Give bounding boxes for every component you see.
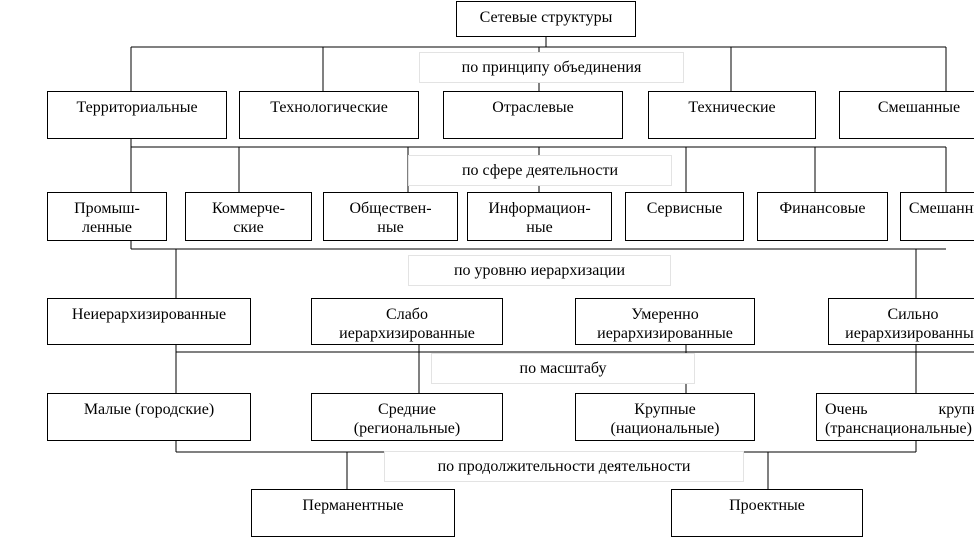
node-text-line: Умеренно: [631, 306, 699, 323]
node-text-line: Отраслевые: [492, 99, 574, 116]
node-text-line: Проектные: [729, 497, 805, 514]
category-label-4: по масштабу: [431, 353, 695, 384]
group-2-node-4: Информацион-ные: [467, 192, 612, 241]
node-text-line: ные: [526, 219, 553, 236]
node-text-line: Коммерче-: [212, 200, 285, 217]
group-1-node-2: Технологические: [239, 91, 419, 139]
group-3-node-4: Сильно иерархизированные: [828, 298, 974, 345]
node-text-line: Промыш-: [74, 200, 140, 217]
node-text-line: ские: [233, 219, 264, 236]
group-2-node-7: Смешанные: [900, 192, 974, 241]
node-text-line: (региональные): [353, 420, 461, 437]
node-text-line: ленные: [81, 219, 133, 236]
group-2-node-6: Финансовые: [757, 192, 888, 241]
node-text-line: Обществен-: [349, 200, 432, 217]
node-text-line: Информацион-: [488, 200, 591, 217]
node-text-line: Средние: [378, 401, 436, 418]
node-text-line: Территориальные: [76, 99, 198, 116]
group-4-node-1: Малые (городские): [47, 393, 251, 441]
node-text-line: Сильно: [887, 306, 939, 323]
group-1-node-4: Технические: [648, 91, 816, 139]
root-node: Сетевые структуры: [456, 1, 636, 37]
group-5-node-1: Перманентные: [251, 489, 455, 537]
group-2-node-5: Сервисные: [625, 192, 744, 241]
group-4-node-4: Очень крупные (транснациональные): [816, 393, 974, 441]
node-text-line: иерархизированные: [597, 325, 733, 342]
group-3-node-1: Неиерархизированные: [47, 298, 251, 345]
root-node-text: Сетевые структуры: [479, 9, 613, 26]
group-1-node-1: Территориальные: [47, 91, 227, 139]
category-label-3: по уровню иерархизации: [408, 255, 671, 286]
group-5-node-2: Проектные: [671, 489, 863, 537]
category-label-1: по принципу объединения: [419, 52, 684, 83]
node-text-line: иерархизированные: [339, 325, 475, 342]
group-1-node-5: Смешанные: [839, 91, 974, 139]
node-text-line: Перманентные: [302, 497, 404, 514]
node-text-line: Неиерархизированные: [71, 306, 227, 323]
node-text-line: Финансовые: [779, 200, 866, 217]
node-text-line: Слабо: [386, 306, 428, 323]
node-text-line: Смешанные: [908, 200, 974, 217]
node-text-line: ные: [377, 219, 404, 236]
node-text-line: (национальные): [610, 420, 720, 437]
node-text-line: Очень крупные: [825, 401, 974, 418]
group-1-node-3: Отраслевые: [443, 91, 623, 139]
group-4-node-3: Крупные (национальные): [575, 393, 755, 441]
node-text-line: Технологические: [270, 99, 388, 116]
category-label-2: по сфере деятельности: [408, 155, 672, 186]
category-label-5: по продолжительности деятельности: [384, 451, 744, 482]
group-2-node-3: Обществен-ные: [323, 192, 458, 241]
node-text-line: Технические: [688, 99, 776, 116]
group-3-node-3: Умеренно иерархизированные: [575, 298, 755, 345]
node-text-line: Крупные: [634, 401, 696, 418]
node-text-line: (транснациональные): [825, 420, 972, 437]
group-2-node-1: Промыш-ленные: [47, 192, 167, 241]
node-text-line: Сервисные: [646, 200, 723, 217]
group-3-node-2: Слабо иерархизированные: [311, 298, 503, 345]
group-2-node-2: Коммерче-ские: [185, 192, 312, 241]
node-text-line: Смешанные: [877, 99, 961, 116]
group-4-node-2: Средние (региональные): [311, 393, 503, 441]
node-text-line: Малые (городские): [83, 401, 215, 418]
node-text-line: иерархизированные: [845, 325, 974, 342]
